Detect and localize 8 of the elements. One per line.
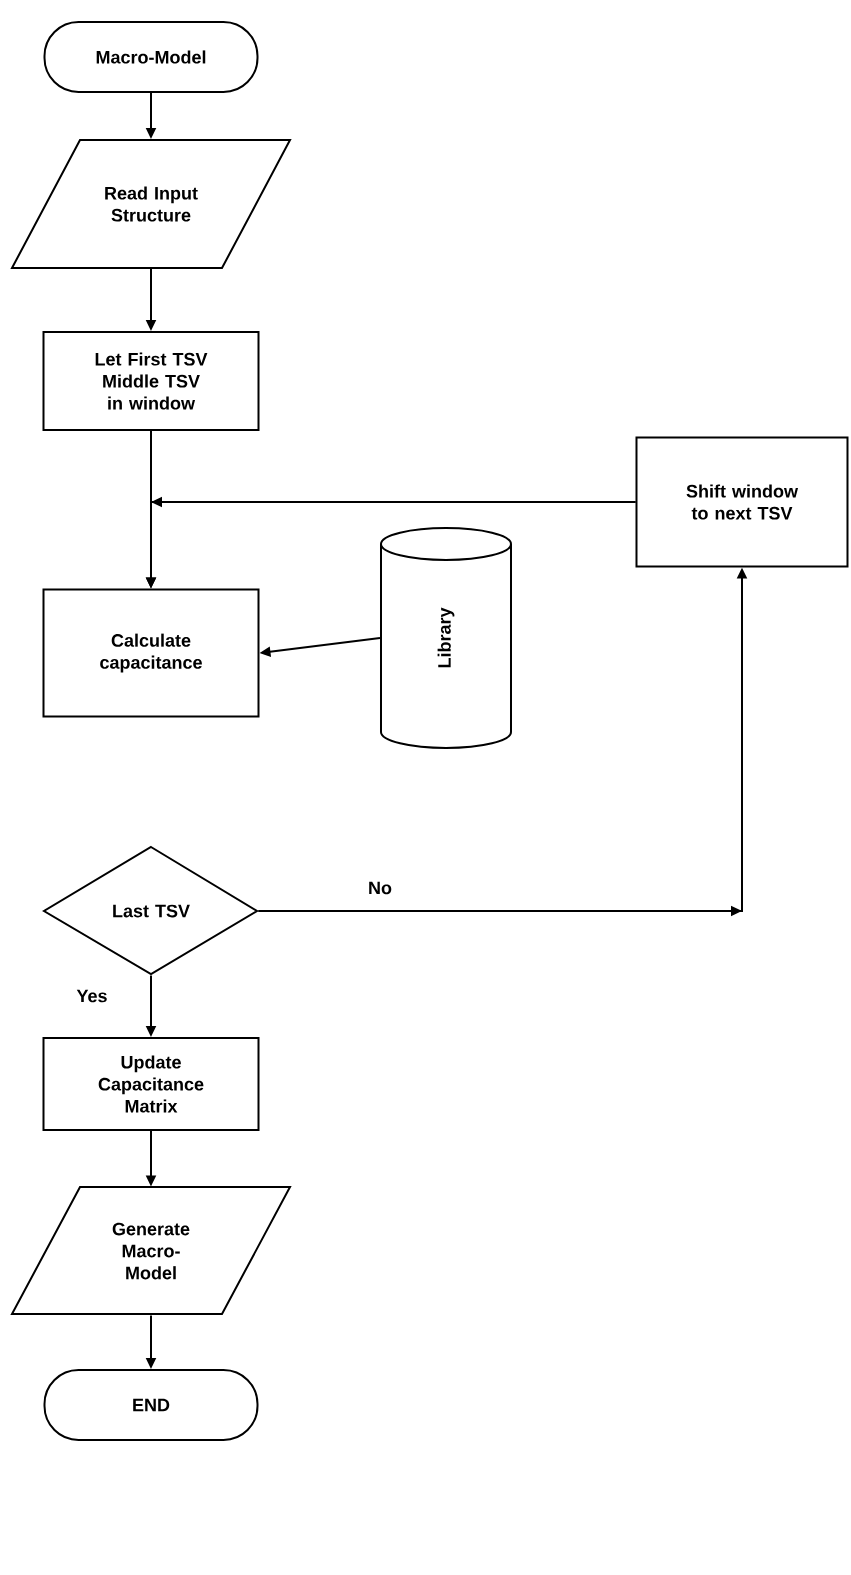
node-label: Library: [437, 607, 455, 668]
database-cylinder: Library: [380, 527, 512, 749]
process-box: Shift window to next TSV: [635, 436, 849, 568]
edge-label: Yes: [74, 987, 110, 1005]
process-box: Calculate capacitance: [42, 588, 260, 718]
process-box: Update Capacitance Matrix: [42, 1037, 260, 1131]
process-box: Let First TSV Middle TSV in window: [42, 331, 260, 431]
edge-label: No: [366, 879, 394, 897]
